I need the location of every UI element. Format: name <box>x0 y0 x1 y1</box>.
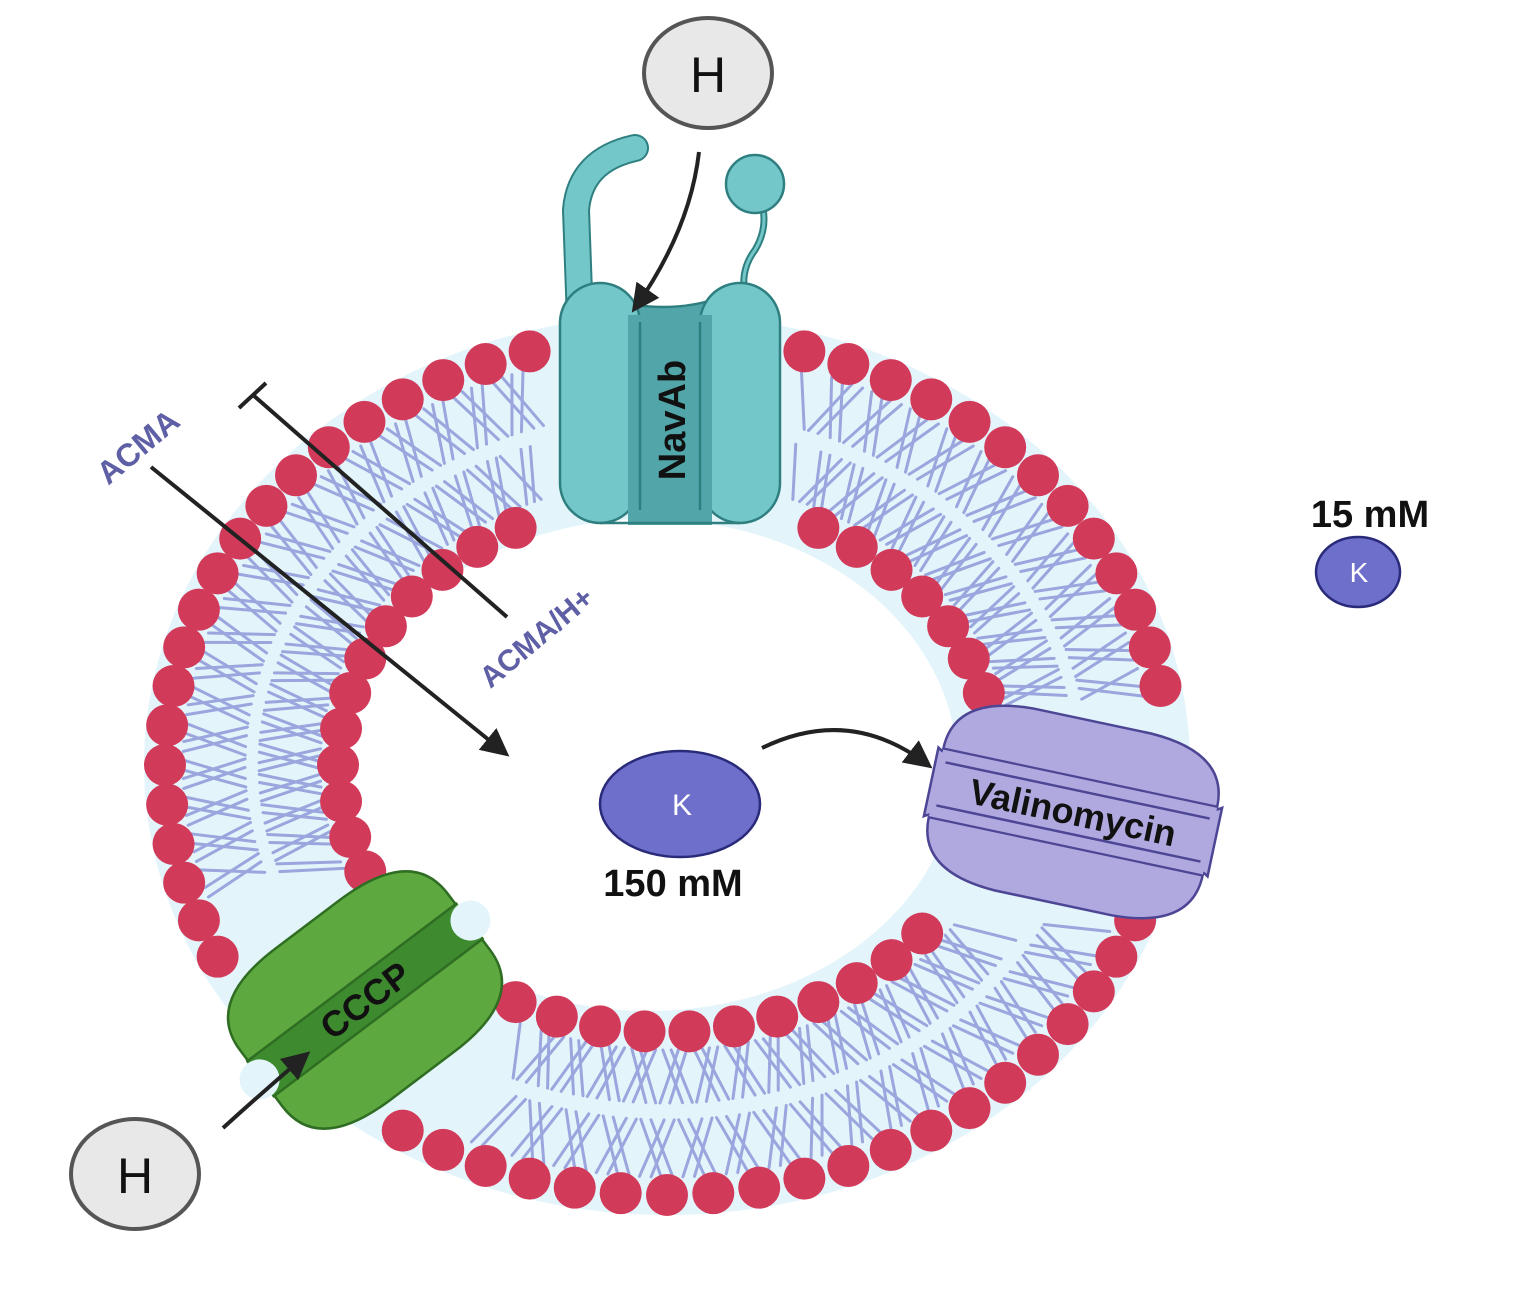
lipid-head <box>949 1087 991 1129</box>
lipid-head <box>668 1010 710 1052</box>
lipid-head <box>146 784 188 826</box>
lipid-head <box>465 1145 507 1187</box>
lipid-head <box>871 939 913 981</box>
lipid-head <box>153 665 195 707</box>
k-inside-concentration: 150 mM <box>603 863 742 905</box>
lipid-head <box>646 1174 688 1216</box>
lipid-head <box>343 401 385 443</box>
lipid-head <box>713 1005 755 1047</box>
lipid-head <box>797 981 839 1023</box>
lipid-head <box>1017 1034 1059 1076</box>
lipid-head <box>692 1172 734 1214</box>
lipid-tail <box>521 372 523 432</box>
lipid-head <box>836 526 878 568</box>
lipid-head <box>984 426 1026 468</box>
lipid-head <box>275 454 317 496</box>
lipid-head <box>783 1158 825 1200</box>
lipid-head <box>949 401 991 443</box>
proton-entry-arrow-navab <box>635 152 699 308</box>
lipid-head <box>509 1158 551 1200</box>
lipid-tail <box>270 842 334 844</box>
navab-channel: NavAb <box>560 148 784 525</box>
lipid-head <box>317 744 359 786</box>
lipid-tail <box>1066 650 1132 651</box>
lipid-head <box>554 1167 596 1209</box>
lipid-head <box>144 744 186 786</box>
k-outside-symbol: K <box>1350 557 1369 588</box>
lipid-head <box>465 343 507 385</box>
lipid-tail <box>274 673 338 674</box>
lipid-head <box>146 704 188 746</box>
lipid-head <box>1047 485 1089 527</box>
lipid-head <box>870 1129 912 1171</box>
lipid-head <box>382 1110 424 1152</box>
lipid-head <box>320 708 362 750</box>
lipid-head <box>1017 454 1059 496</box>
lipid-head <box>836 962 878 1004</box>
lipid-head <box>870 359 912 401</box>
lipid-head <box>827 1145 869 1187</box>
potassium-outside: K <box>1316 537 1400 607</box>
lipid-tail <box>277 862 341 864</box>
lipid-head <box>422 359 464 401</box>
lipid-head <box>382 378 424 420</box>
lipid-head <box>456 526 498 568</box>
proton-top: H <box>644 18 772 128</box>
lipid-head <box>827 343 869 385</box>
lipid-tail <box>811 1098 813 1158</box>
lipid-head <box>984 1062 1026 1104</box>
lipid-head <box>1095 936 1137 978</box>
lipid-head <box>797 507 839 549</box>
acma-inside-label: ACMA/H+ <box>474 581 601 695</box>
k-inside-symbol: K <box>672 789 692 822</box>
lipid-head <box>1095 552 1137 594</box>
lipid-head <box>624 1010 666 1052</box>
lipid-head <box>536 996 578 1038</box>
navab-label: NavAb <box>652 360 694 480</box>
lipid-head <box>197 936 239 978</box>
lipid-head <box>329 816 371 858</box>
lipid-head <box>579 1005 621 1047</box>
lipid-head <box>1047 1003 1089 1045</box>
k-efflux-arrow <box>762 730 928 765</box>
potassium-inside: K <box>600 751 760 857</box>
proton-top-symbol: H <box>690 47 726 103</box>
lipid-tail <box>548 1033 549 1088</box>
lipid-head <box>422 1129 464 1171</box>
lipid-head <box>163 626 205 668</box>
lipid-head <box>1114 589 1156 631</box>
lipid-tail <box>1000 686 1064 688</box>
lipid-head <box>495 507 537 549</box>
lipid-head <box>320 780 362 822</box>
lipid-head <box>421 549 463 591</box>
lipid-head <box>1139 665 1181 707</box>
proton-bottom: H <box>71 1119 199 1229</box>
lipid-head <box>910 1110 952 1152</box>
lipid-head <box>910 378 952 420</box>
lipid-head <box>756 996 798 1038</box>
lipid-head <box>178 589 220 631</box>
lipid-head <box>153 823 195 865</box>
lipid-head <box>600 1172 642 1214</box>
lipid-head <box>1129 626 1171 668</box>
lipid-head <box>245 485 287 527</box>
lipid-head <box>197 552 239 594</box>
lipid-head <box>1073 970 1115 1012</box>
k-outside-concentration: 15 mM <box>1311 494 1429 536</box>
lipid-head <box>1073 518 1115 560</box>
lipid-head <box>509 330 551 372</box>
lipid-head <box>783 330 825 372</box>
lipid-head <box>163 862 205 904</box>
acma-outside-label: ACMA <box>90 402 187 491</box>
lipid-head <box>178 899 220 941</box>
lipid-head <box>738 1167 780 1209</box>
proton-bottom-symbol: H <box>117 1148 153 1204</box>
